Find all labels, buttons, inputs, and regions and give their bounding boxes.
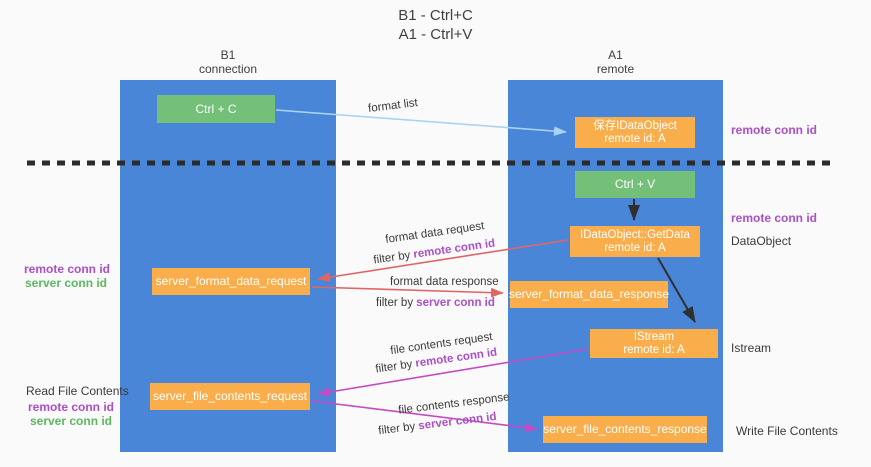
write-file-contents-label: Write File Contents — [736, 424, 838, 438]
format-data-response-label: format data response — [390, 276, 499, 288]
left-bottom-conn-ids: remote conn id server conn id — [26, 400, 116, 428]
left-remote-conn-id: remote conn id — [24, 262, 111, 276]
save-idataobject-box: 保存IDataObject remote id: A — [575, 117, 695, 148]
server-file-contents-request-box: server_file_contents_request — [150, 383, 310, 410]
getdata-line1: IDataObject::GetData — [580, 228, 690, 241]
ctrl-c-box: Ctrl + C — [157, 95, 275, 123]
server-format-data-response-box: server_format_data_response — [508, 281, 670, 308]
lifeline-b1-role: connection — [198, 62, 258, 76]
remote-conn-id-key: remote conn id — [412, 237, 496, 261]
ctrl-c-label: Ctrl + C — [195, 101, 237, 116]
lifeline-a1-role: remote — [596, 62, 635, 76]
idataobject-getdata-box: IDataObject::GetData remote id: A — [570, 226, 700, 257]
format-data-response-filter-label: filter by server conn id — [376, 297, 495, 309]
server-format-data-request-box: server_format_data_request — [152, 268, 310, 295]
filter-by-prefix: filter by — [372, 248, 415, 267]
server-conn-id-key: server conn id — [416, 297, 495, 309]
lifeline-header-b1: B1 connection — [120, 48, 336, 76]
istream-line1: IStream — [633, 330, 675, 343]
lifeline-a1-name: A1 — [608, 48, 623, 62]
read-file-contents-label: Read File Contents — [26, 384, 129, 398]
title-line-1: B1 - Ctrl+C — [398, 7, 473, 24]
server-file-contents-response-box: server_file_contents_response — [543, 416, 707, 443]
istream-box: IStream remote id: A — [590, 329, 718, 358]
filter-by-prefix: filter by — [376, 297, 417, 309]
left-bottom-server-conn-id: server conn id — [29, 414, 113, 428]
save-idataobject-line1: 保存IDataObject — [593, 119, 677, 132]
left-server-conn-id: server conn id — [24, 276, 108, 290]
ctrl-v-box: Ctrl + V — [575, 171, 695, 198]
left-mid-conn-ids: remote conn id server conn id — [24, 262, 111, 290]
left-bottom-remote-conn-id: remote conn id — [27, 400, 114, 414]
format-list-label: format list — [367, 97, 419, 115]
right-remote-conn-id-mid: remote conn id — [731, 211, 818, 225]
getdata-line2: remote id: A — [604, 241, 666, 254]
server-file-contents-response-label: server_file_contents_response — [543, 422, 707, 436]
right-remote-conn-id-top: remote conn id — [731, 123, 818, 137]
filter-by-prefix: filter by — [374, 357, 417, 376]
istream-line2: remote id: A — [623, 343, 685, 356]
server-format-data-request-label: server_format_data_request — [155, 274, 307, 288]
file-contents-response-filter-label: filter by server conn id — [378, 411, 497, 437]
istream-side-label: Istream — [731, 341, 772, 355]
filter-by-prefix: filter by — [377, 420, 420, 438]
server-format-data-response-label: server_format_data_response — [508, 287, 670, 301]
title-line-2: A1 - Ctrl+V — [398, 26, 473, 43]
server-conn-id-key: server conn id — [417, 410, 498, 433]
dataobject-label: DataObject — [731, 234, 792, 248]
lifeline-header-a1: A1 remote — [508, 48, 723, 76]
save-idataobject-line2: remote id: A — [604, 132, 666, 145]
ctrl-v-label: Ctrl + V — [614, 177, 656, 191]
diagram-title: B1 - Ctrl+C A1 - Ctrl+V — [0, 6, 871, 44]
lifeline-b1-name: B1 — [220, 48, 236, 62]
server-file-contents-request-label: server_file_contents_request — [152, 389, 308, 403]
